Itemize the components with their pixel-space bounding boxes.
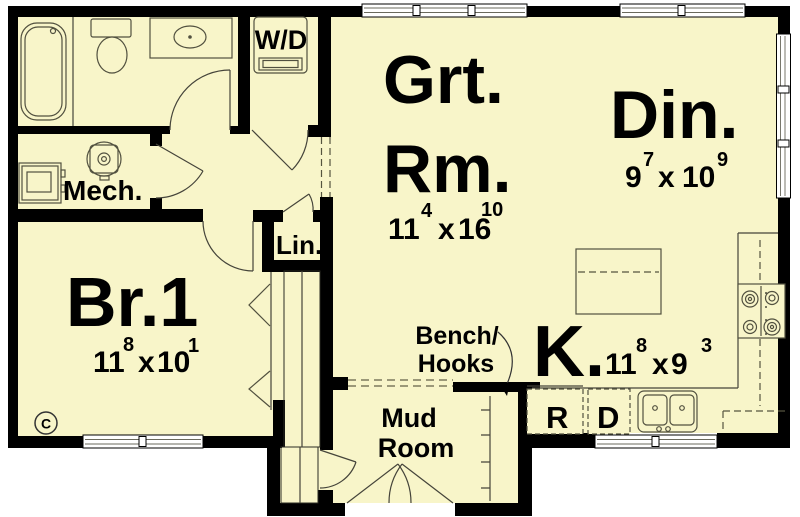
bedroom-label: Br.1 [66,263,198,341]
range-stove [737,283,786,339]
copyright-letter: C [41,416,51,432]
window-bedroom [82,434,204,449]
svg-text:11: 11 [93,346,125,379]
laundry-label: W/D [255,25,307,55]
window-kitchen [594,434,718,449]
bedroom-dimension: 11 8 x 10 1 [93,334,199,379]
laundry-door [251,129,309,171]
mud-room-label-2: Room [378,433,455,463]
water-heater [86,141,122,181]
stair-landing-door [319,449,357,489]
bench-leader-arrow [497,331,513,396]
mech-door [155,143,204,199]
mud-room-label-1: Mud [381,403,436,433]
bench-hooks-label-2: Hooks [418,350,494,378]
window-dining-top [619,3,746,18]
svg-text:11: 11 [605,348,637,381]
window-dining-side [776,33,791,199]
mudroom-double-door-right [388,463,454,504]
dining-label: Din. [610,77,738,153]
svg-text:7: 7 [643,149,654,171]
svg-text:9: 9 [671,348,688,381]
linen-label: Lin. [276,230,322,260]
svg-text:4: 4 [421,200,433,222]
refrigerator-label: R [546,400,568,435]
linen-door [282,193,314,213]
bifold-closet-doors [248,272,272,410]
stairs [280,270,321,504]
great-room-label-2: Rm. [383,131,511,207]
bench-line [481,396,491,501]
svg-text:8: 8 [123,334,134,356]
svg-text:3: 3 [701,335,712,357]
kitchen-sink [637,390,698,433]
copyright-symbol: C [34,411,58,435]
bathroom-vanity-sink [149,17,233,59]
svg-text:x: x [658,161,675,194]
svg-text:x: x [438,213,455,246]
bedroom-door [202,220,254,272]
svg-text:16: 16 [458,213,491,246]
svg-text:9: 9 [717,149,728,171]
bathroom-door [169,69,231,131]
great-room-label-1: Grt. [383,42,504,118]
toilet [90,18,132,74]
kitchen-dimension: 11 8 x 9 3 [605,335,712,381]
svg-text:11: 11 [388,213,420,246]
mech-label: Mech. [63,175,142,206]
dishwasher-box [587,388,631,435]
washer-dryer-unit [253,16,308,74]
bathtub [20,22,67,121]
furnace [18,162,66,204]
svg-text:10: 10 [481,199,503,221]
kitchen-label: K. [533,312,605,392]
great-room-dimension: 11 4 x 16 10 [388,199,503,246]
svg-text:x: x [138,346,155,379]
dining-dimension: 9 7 x 10 9 [625,149,728,194]
kitchen-island [575,248,662,315]
svg-text:10: 10 [157,346,190,379]
svg-text:10: 10 [682,161,715,194]
dishwasher-label: D [597,400,619,435]
svg-text:1: 1 [188,335,199,357]
svg-text:9: 9 [625,161,642,194]
mudroom-opening-dashed [348,379,453,387]
window-great-room [361,3,528,18]
refrigerator-box [526,385,584,435]
floor-area [16,16,778,503]
svg-text:8: 8 [636,335,647,357]
bench-hooks-label-1: Bench/ [415,322,498,350]
cased-opening-dashed [320,137,331,197]
svg-text:x: x [652,348,669,381]
